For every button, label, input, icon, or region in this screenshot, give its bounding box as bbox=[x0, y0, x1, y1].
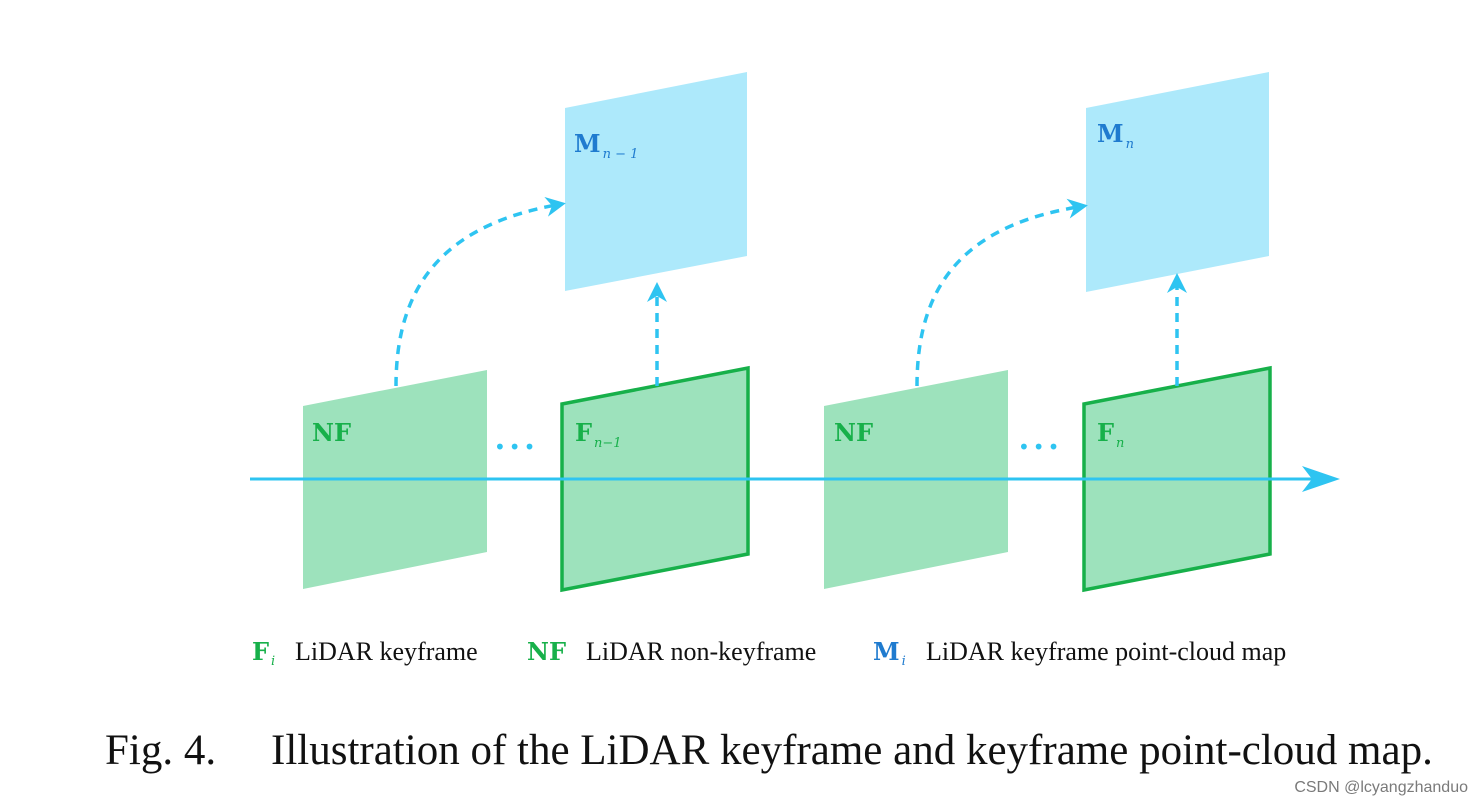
frame-label-nf-2: NF bbox=[834, 418, 873, 447]
ellipsis-1: ••• bbox=[494, 435, 538, 459]
dashed-curve-arrow-1 bbox=[394, 196, 566, 387]
figure-caption: Fig. 4. Illustration of the LiDAR keyfram… bbox=[105, 726, 1433, 775]
legend-text-keyframe: LiDAR keyframe bbox=[295, 637, 478, 666]
ellipsis-2: ••• bbox=[1018, 435, 1062, 459]
dashed-curve-arrow-2 bbox=[915, 198, 1088, 387]
map-plane-1 bbox=[565, 72, 747, 291]
figure-number: Fig. 4. bbox=[105, 727, 217, 774]
legend-symbol-nonkeyframe: NF bbox=[527, 637, 566, 666]
map-plane-2 bbox=[1086, 72, 1269, 292]
legend-text-map: LiDAR keyframe point-cloud map bbox=[926, 637, 1286, 666]
frame-label-nf-1: NF bbox=[312, 418, 351, 447]
watermark: CSDN @lcyangzhanduo bbox=[1294, 779, 1468, 796]
time-axis-arrowhead bbox=[1302, 466, 1340, 492]
legend-text-nonkeyframe: LiDAR non-keyframe bbox=[586, 637, 816, 666]
caption-text: Illustration of the LiDAR keyframe and k… bbox=[271, 727, 1433, 774]
